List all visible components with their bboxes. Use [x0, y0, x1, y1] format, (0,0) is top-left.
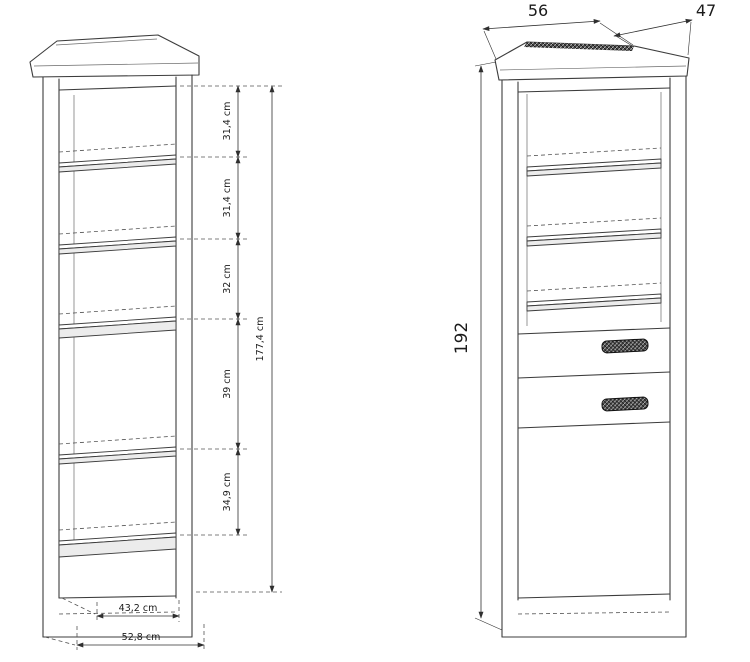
overall-height-dim: 177,4 cm: [255, 317, 266, 362]
overall-height-dimension: 177,4 cm: [255, 85, 275, 593]
front-closed-view: 56 47 192: [452, 1, 716, 638]
shelf-gap-dim-1: 31,4 cm: [222, 102, 233, 141]
drawer-handle: [601, 396, 649, 412]
mid-divider: [58, 305, 177, 339]
shelf: [526, 147, 662, 177]
bottom-board: [58, 521, 177, 558]
cabinet-body: [501, 75, 687, 638]
cabinet-top: [29, 34, 200, 78]
depth-dimension: 47: [613, 1, 716, 56]
shelf-gap-dim-3: 32 cm: [222, 264, 233, 294]
shelf-gap-dim-2: 31,4 cm: [222, 179, 233, 218]
shelf-dimension-chain: 31,4 cm 31,4 cm 32 cm 39 cm 34,9 cm: [180, 85, 282, 593]
outer-width-dim: 52,8 cm: [122, 632, 161, 643]
width-dim: 56: [528, 1, 548, 20]
cabinet-top: [494, 41, 690, 81]
top-edge-strip: [524, 42, 634, 51]
shelf: [58, 143, 177, 173]
drawer-front: [517, 396, 671, 429]
inner-width-dim: 43,2 cm: [119, 603, 158, 614]
shelf-gap-dim-4: 39 cm: [222, 369, 233, 399]
shelf: [526, 282, 662, 312]
inner-width-dimension: 43,2 cm: [61, 597, 180, 622]
shelf: [526, 217, 662, 247]
front-open-view: 31,4 cm 31,4 cm 32 cm 39 cm 34,9 cm 177,…: [29, 34, 282, 650]
outer-width-dimension: 52,8 cm: [44, 624, 205, 650]
width-dimension: 56: [482, 1, 634, 60]
drawer-handle: [601, 338, 649, 354]
drawer-front: [517, 327, 671, 379]
height-dim: 192: [452, 322, 472, 354]
depth-dim: 47: [696, 1, 716, 20]
shelf-gap-dim-5: 34,9 cm: [222, 473, 233, 512]
shelf: [58, 225, 177, 255]
shelf: [58, 435, 177, 465]
height-dimension: 192: [452, 61, 503, 631]
